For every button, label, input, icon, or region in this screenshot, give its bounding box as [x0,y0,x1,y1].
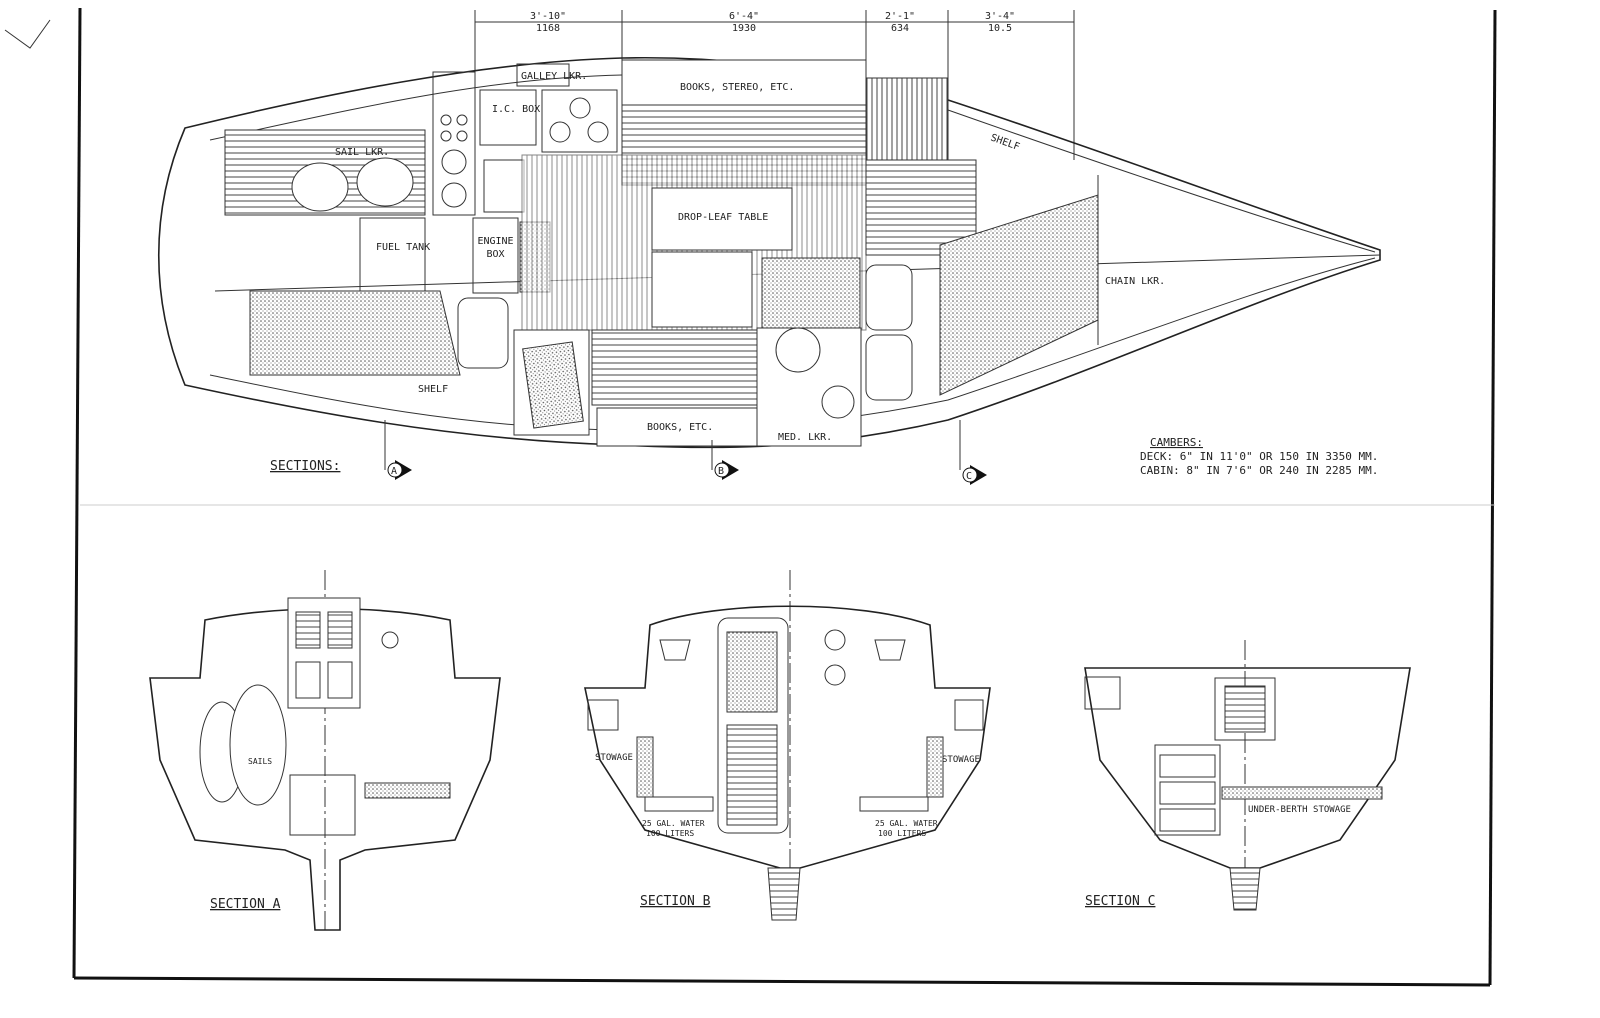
med-locker-label: MED. LKR. [778,432,832,443]
hull-outline [158,56,1381,449]
cambers-cabin: CABIN: 8" IN 7'6" OR 240 IN 2285 MM. [1140,464,1378,477]
dimension-2-imperial: 6'-4" [729,11,759,22]
water-left-line2: 100 LITERS [646,829,694,838]
books-stereo-label: BOOKS, STEREO, ETC. [680,82,794,93]
galley-locker-label: GALLEY LKR. [521,71,587,82]
stowage-left-label: STOWAGE [595,753,633,763]
cambers-title: CAMBERS: [1150,436,1203,449]
section-b-title: SECTION B [640,894,711,909]
dimension-3-metric: 634 [891,23,909,34]
section-a-marker: A [391,466,397,477]
dimension-4-imperial: 3'-4" [985,11,1015,22]
sections-label: SECTIONS: [270,459,340,474]
plan-view: SAIL LKR. GALLEY LKR. I.C. BOX FUEL TANK… [158,56,1381,449]
dimension-1-metric: 1168 [536,23,560,34]
water-right-line2: 100 LITERS [878,829,926,838]
section-c-view: UNDER-BERTH STOWAGE SECTION C [1084,640,1411,911]
shelf-bottom-label: SHELF [418,384,448,395]
dimension-2-metric: 1930 [732,23,756,34]
books-etc-label: BOOKS, ETC. [647,422,713,433]
section-a-title: SECTION A [210,897,281,912]
section-markers: SECTIONS: A B C [270,420,987,485]
section-c-marker: C [966,471,972,482]
ice-box-label: I.C. BOX [492,104,540,115]
chain-locker-label: CHAIN LKR. [1105,276,1165,287]
section-b-marker: B [718,466,724,477]
dimension-1-imperial: 3'-10" [530,11,566,22]
water-left-line1: 25 GAL. WATER [642,819,705,828]
cambers-note: CAMBERS: DECK: 6" IN 11'0" OR 150 IN 335… [1140,436,1378,477]
section-a-view: SAILS SECTION A [149,570,501,931]
sail-locker-label: SAIL LKR. [335,147,389,158]
sheet-border [4,7,1497,987]
water-right-line1: 25 GAL. WATER [875,819,938,828]
section-c-title: SECTION C [1085,894,1155,909]
dimension-lines: 3'-10" 1168 6'-4" 1930 2'-1" 634 3'-4" 1… [474,10,1075,215]
sails-label: SAILS [248,757,272,766]
section-b-view: STOWAGE STOWAGE 25 GAL. WATER 100 LITERS… [584,570,991,921]
shelf-top-label: SHELF [989,132,1021,153]
under-berth-stowage-label: UNDER-BERTH STOWAGE [1248,805,1351,815]
dimension-3-imperial: 2'-1" [885,11,915,22]
cambers-deck: DECK: 6" IN 11'0" OR 150 IN 3350 MM. [1140,450,1378,463]
dimension-4-metric: 10.5 [988,23,1012,34]
drop-leaf-table-label: DROP-LEAF TABLE [678,212,768,223]
fuel-tank-label: FUEL TANK [376,242,430,253]
stowage-right-label: STOWAGE [942,755,980,765]
engine-box-label: ENGINE BOX [477,236,514,260]
